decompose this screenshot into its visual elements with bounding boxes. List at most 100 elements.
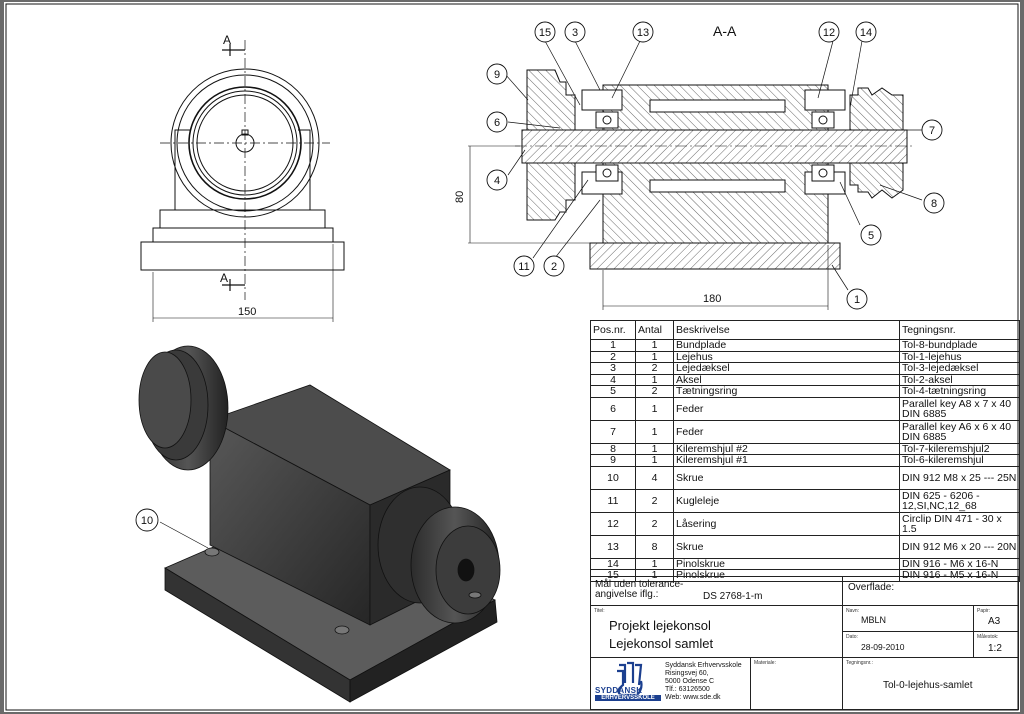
bom-cell-pos: 13 <box>590 534 636 559</box>
iso-balloon-label: 10 <box>141 515 153 527</box>
bom-cell-desc: Lejehus <box>673 350 900 363</box>
bom-cell-drawing: Tol-4-tætningsring <box>899 385 1020 398</box>
bom-cell-desc: Skrue <box>673 534 900 559</box>
bom-cell-pos: 11 <box>590 488 636 513</box>
balloon-label: 8 <box>931 198 937 210</box>
bom-cell-pos: 6 <box>590 396 636 421</box>
iso-base-front-right <box>349 599 498 703</box>
title-line-2: Lejekonsol samlet <box>609 636 714 651</box>
bom-cell-desc: Bundplade <box>673 339 900 352</box>
scale-cell: Målestok: 1:2 <box>974 632 1019 658</box>
bom-header-drawing: Tegningsnr. <box>899 320 1020 340</box>
title-line-1: Projekt lejekonsol <box>609 618 711 633</box>
bom-cell-qty: 1 <box>635 569 674 582</box>
section-right-cover-top <box>804 89 846 111</box>
bom-header-pos: Pos.nr. <box>590 320 636 340</box>
balloon-circle <box>564 21 586 43</box>
section-left-pulley-top <box>526 69 576 131</box>
iso-left-pulley-face <box>138 351 192 449</box>
bom-cell-qty: 2 <box>635 511 674 536</box>
bom-cell-qty: 2 <box>635 362 674 375</box>
balloon-label: 14 <box>860 27 872 39</box>
bom-cell-desc: Lejedæksel <box>673 362 900 375</box>
bom-cell-drawing: DIN 912 M6 x 20 --- 20N <box>899 534 1020 559</box>
iso-bolt-2 <box>334 625 350 635</box>
bom-cell-qty: 4 <box>635 465 674 490</box>
iso-bolt-3 <box>468 591 482 599</box>
bom-cell-qty: 1 <box>635 557 674 570</box>
balloon-circle <box>860 224 882 246</box>
bom-cell-drawing: Tol-3-lejedæksel <box>899 362 1020 375</box>
balloon-circle <box>818 21 840 43</box>
bom-cell-drawing: Tol-8-bundplade <box>899 339 1020 352</box>
balloon-label: 7 <box>929 125 935 137</box>
balloon-circle <box>486 169 508 191</box>
balloon-label: 4 <box>494 175 500 187</box>
iso-view <box>138 345 501 703</box>
bom-cell-drawing: Circlip DIN 471 - 30 x 1.5 <box>899 511 1020 536</box>
bom-cell-drawing: Tol-7-kileremshjul2 <box>899 442 1020 455</box>
bom-cell-pos: 4 <box>590 373 636 386</box>
school-address-line: Risingsvej 60, <box>665 670 709 677</box>
bom-cell-qty: 8 <box>635 534 674 559</box>
school-logo: SYDDANSK ERHVERVSSKOLE <box>595 661 661 705</box>
balloon-label: 2 <box>551 261 557 273</box>
balloon-label: 6 <box>494 117 500 129</box>
bom-cell-qty: 1 <box>635 419 674 444</box>
bom-cell-drawing: Tol-2-aksel <box>899 373 1020 386</box>
bom-cell-qty: 1 <box>635 454 674 467</box>
scale-value: 1:2 <box>988 643 1002 654</box>
bom-cell-pos: 12 <box>590 511 636 536</box>
balloon-label: 3 <box>572 27 578 39</box>
iso-balloon-leader <box>159 521 209 549</box>
section-ball-1 <box>602 115 612 125</box>
section-title: A-A <box>713 23 737 39</box>
section-base-plate <box>589 242 841 270</box>
bom-cell-desc: Tætningsring <box>673 385 900 398</box>
name-cell: Navn: MBLN <box>842 606 974 632</box>
balloon-circle <box>846 288 868 310</box>
bom-cell-desc: Feder <box>673 396 900 421</box>
dim-80-label: 80 <box>454 191 466 203</box>
section-marker-bottom: A <box>220 271 228 285</box>
name-tag: Navn: <box>846 608 860 614</box>
balloon-label: 5 <box>868 230 874 242</box>
balloon-circle <box>632 21 654 43</box>
school-address-line: Syddansk Erhvervsskole <box>665 662 742 669</box>
bom-cell-pos: 1 <box>590 339 636 352</box>
balloon-label: 12 <box>823 27 835 39</box>
scale-tag: Målestok: <box>977 634 999 640</box>
bom-cell-drawing: DIN 912 M8 x 25 --- 25N <box>899 465 1020 490</box>
material-cell: Materiale: <box>750 658 842 710</box>
section-housing-lower <box>602 162 829 244</box>
bom-header-desc: Beskrivelse <box>673 320 900 340</box>
balloon-circle <box>486 63 508 85</box>
section-ball-3 <box>818 115 828 125</box>
bom-cell-pos: 5 <box>590 385 636 398</box>
balloon-circle <box>921 119 943 141</box>
bom-cell-drawing: DIN 916 - M6 x 16-N <box>899 557 1020 570</box>
date-cell: Dato: 28-09-2010 <box>842 632 974 658</box>
logo-text-1: SYDDANSK <box>595 686 643 695</box>
bom-cell-qty: 1 <box>635 350 674 363</box>
section-marker-top: A <box>223 33 231 47</box>
balloon-label: 13 <box>637 27 649 39</box>
bom-cell-qty: 2 <box>635 488 674 513</box>
logo-hand-icon <box>617 661 643 697</box>
section-right-pulley-top <box>849 87 904 131</box>
